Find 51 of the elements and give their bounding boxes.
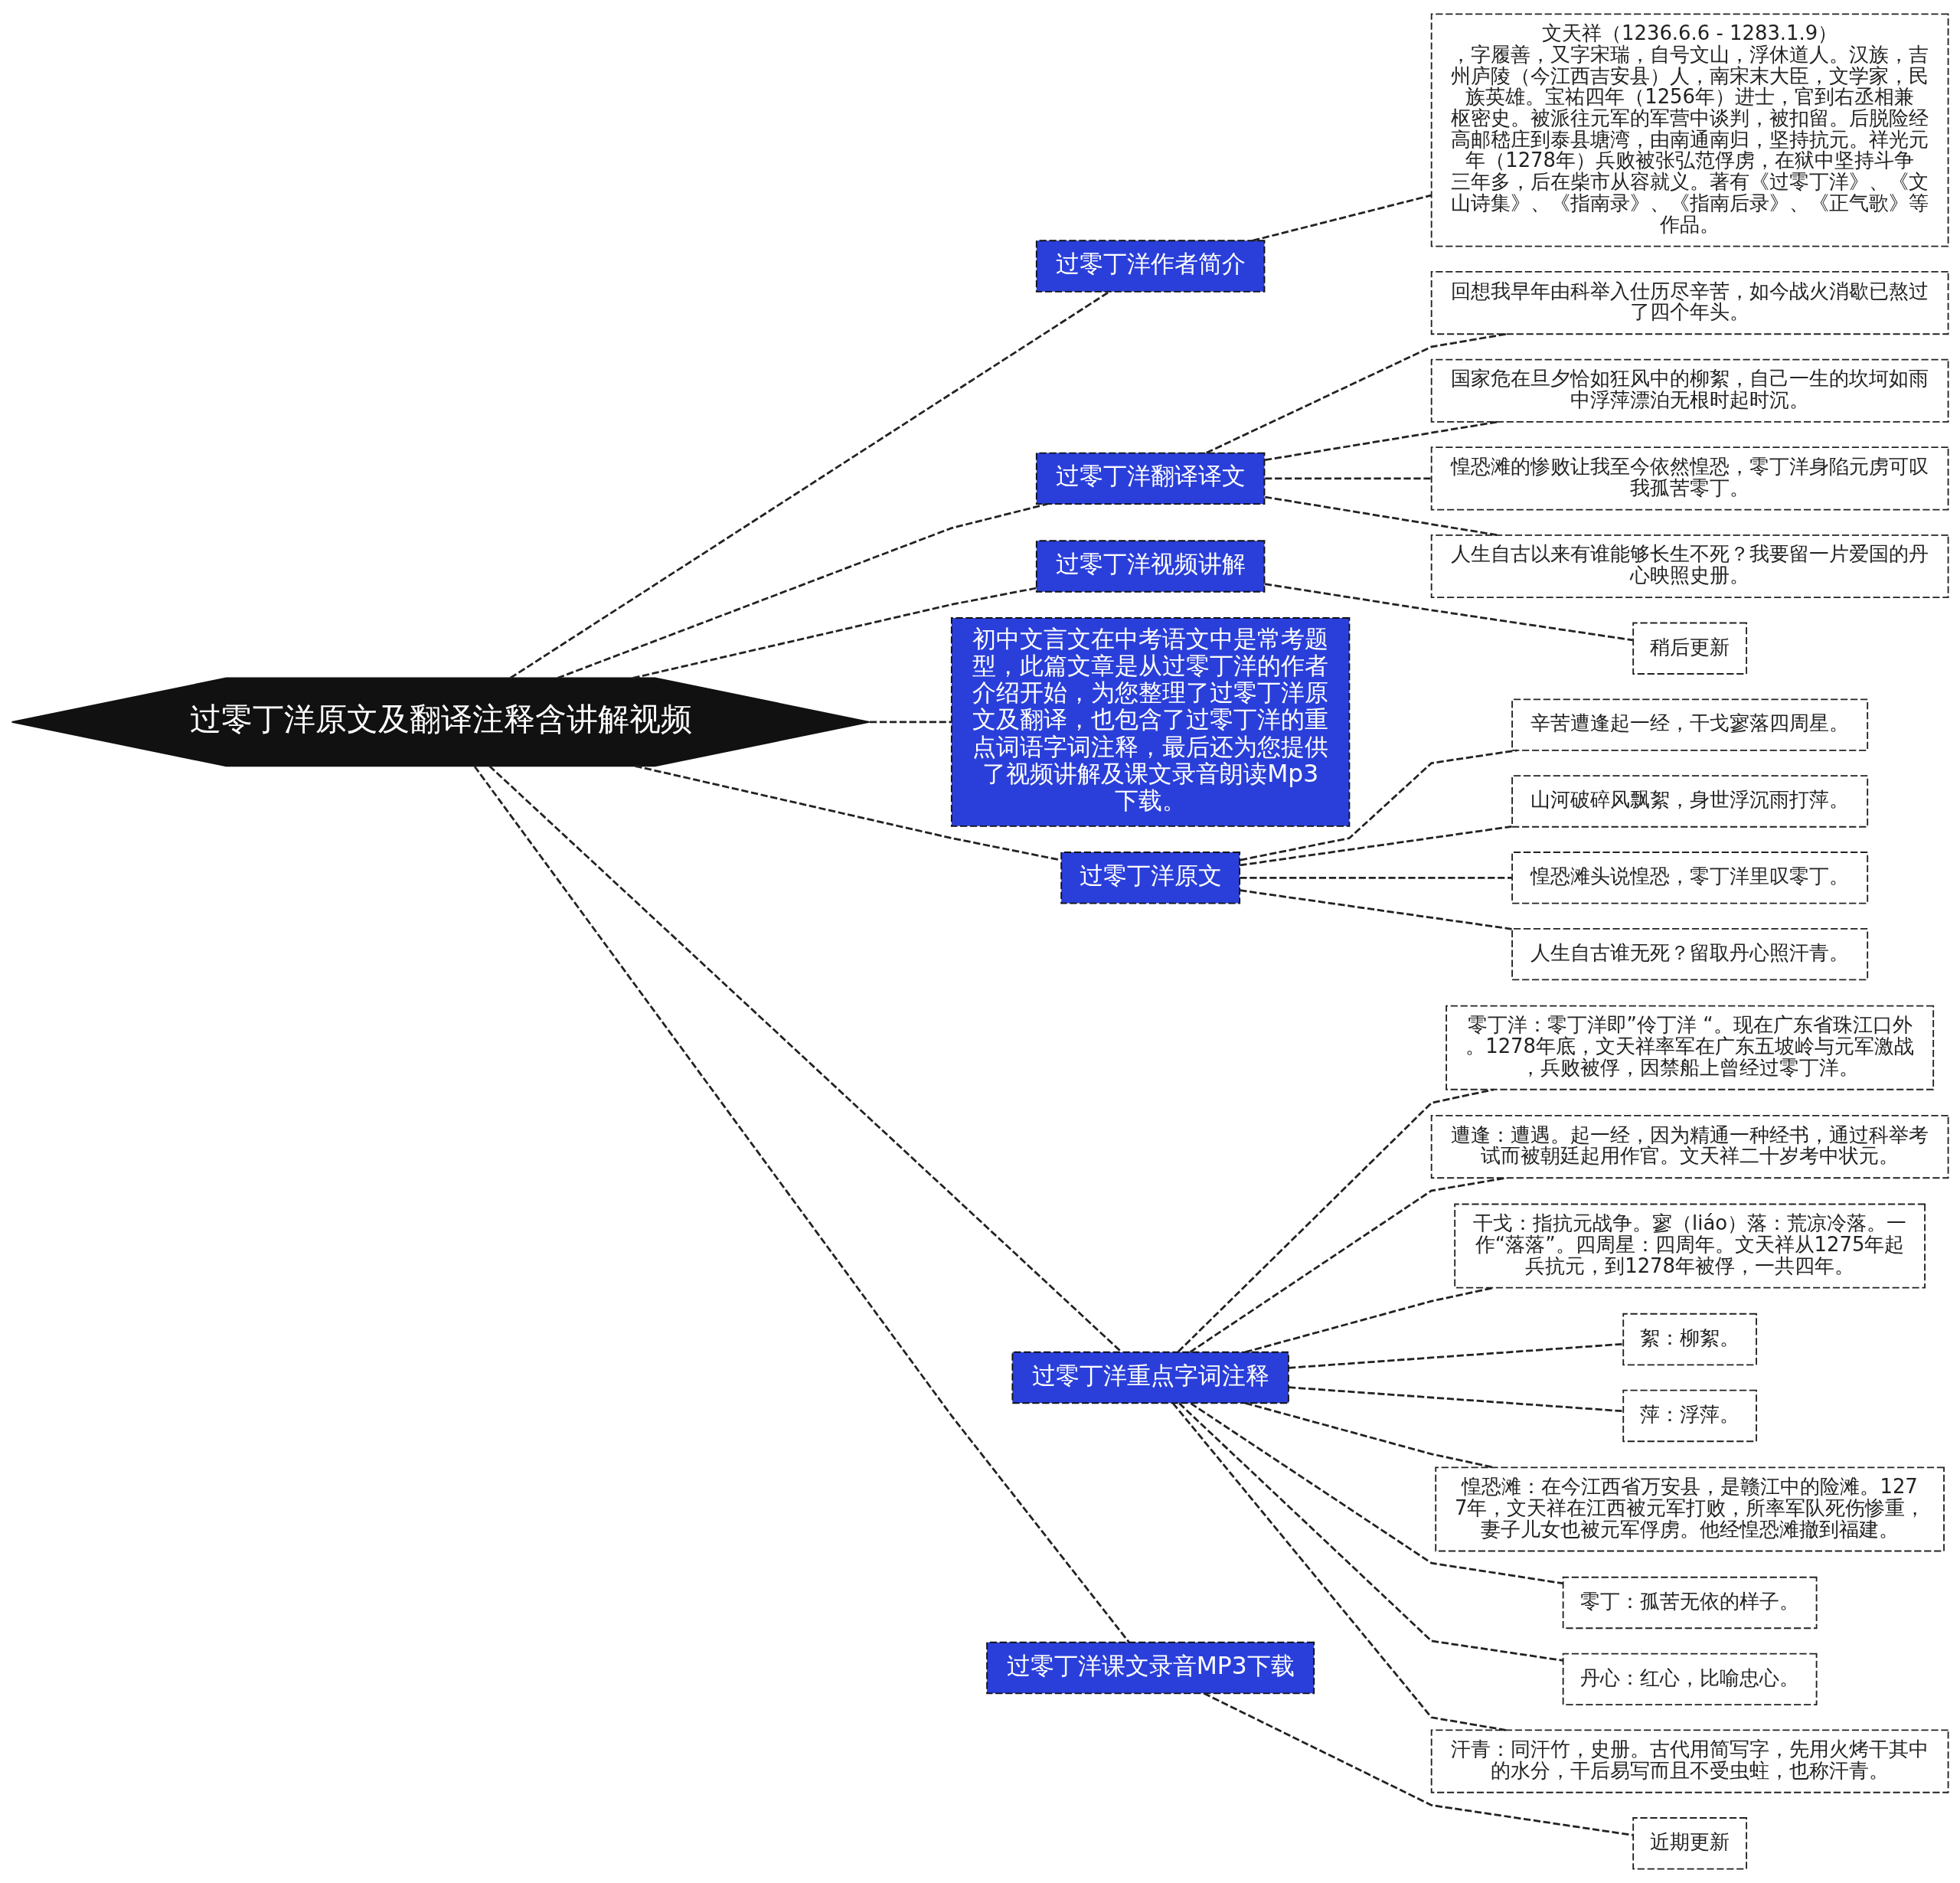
connector [1171, 1402, 1506, 1731]
connector [1190, 1402, 1563, 1585]
connector [1252, 194, 1432, 242]
node-box: 遭逢：遭遇。起一经，因为精通一种经书，通过科举考试而被朝廷起用作官。文天祥二十岁考中状元。 [1430, 1115, 1949, 1179]
connector [869, 721, 952, 724]
node-box: 零丁：孤苦无依的样子。 [1562, 1576, 1818, 1630]
node-box: 辛苦遭逢起一经，干戈寥落四周星。 [1511, 698, 1869, 751]
node-box: 回想我早年由科举入仕历尽辛苦，如今战火消歇已熬过了四个年头。 [1430, 271, 1949, 335]
node-box: 过零丁洋作者简介 [1035, 240, 1266, 293]
connector [1265, 477, 1432, 480]
connector [1240, 889, 1512, 930]
node-box: 近期更新 [1632, 1817, 1747, 1870]
connector [510, 291, 1110, 679]
connector [1178, 1402, 1563, 1662]
connector [1265, 495, 1498, 537]
node-box: 人生自古以来有谁能够长生不死？我要留一片爱国的丹心映照史册。 [1430, 534, 1949, 599]
node-box: 惶恐滩的惨败让我至今依然惶恐，零丁洋身陷元虏可叹我孤苦零丁。 [1430, 446, 1949, 511]
node-box: 絮：柳絮。 [1622, 1313, 1757, 1366]
node-box: 过零丁洋原文 [1060, 852, 1241, 904]
node-box: 过零丁洋重点字词注释 [1011, 1351, 1289, 1404]
connector [1240, 876, 1512, 879]
node-box: 人生自古谁无死？留取丹心照汗青。 [1511, 927, 1869, 981]
node-box: 初中文言文在中考语文中是常考题型，此篇文章是从过零丁洋的作者介绍开始，为您整理了过零丁洋原文及翻译，也包含了过零丁洋的重点词语字词注释，最后还为您提供了视频讲解及课文录音朗读Mp3下载。 [950, 617, 1351, 827]
connector [1206, 332, 1506, 454]
node-box: 丹心：红心，比喻忠心。 [1562, 1653, 1818, 1706]
node-box: 零丁洋：零丁洋即”伶丁洋 “。现在广东省珠江口外。1278年底，文天祥率军在广东五坡岭与元军激战，兵败被俘，因禁船上曾经过零丁洋。 [1446, 1005, 1935, 1090]
connector [1265, 420, 1498, 462]
connector [1264, 583, 1633, 642]
connector [557, 502, 1048, 679]
node-box: 国家危在旦夕恰如狂风中的柳絮，自己一生的坎坷如雨中浮萍漂泊无根时起时沉。 [1430, 358, 1949, 423]
node-box: 过零丁洋课文录音MP3下载 [986, 1641, 1315, 1695]
connector [1240, 825, 1512, 867]
connector [1203, 1692, 1633, 1836]
node-box: 惶恐滩头说惶恐，零丁洋里叹零丁。 [1511, 852, 1869, 904]
connector [488, 765, 1122, 1353]
connector [1289, 1386, 1624, 1413]
connector [1289, 1342, 1624, 1369]
node-box: 萍：浮萍。 [1622, 1389, 1757, 1443]
node-box: 干戈：指抗元战争。寥（liáo）落：荒凉冷落。一作“落落”。四周星：四周年。文天祥从1275年起兵抗元，到1278年被俘，一共四年。 [1454, 1203, 1926, 1289]
connector [1240, 749, 1517, 861]
connector [632, 587, 1037, 679]
node-box: 文天祥（1236.6.6 - 1283.1.9），字履善，又字宋瑞，自号文山，浮休道人。汉族，吉州庐陵（今江西吉安县）人，南宋末大臣，文学家，民族英雄。宝祐四年（1256年）进士，官到右丞相兼枢密史。被派往元军的军营中谈判，被扣留。后脱险经高邮嵇庄到泰县塘湾，由南通南归，坚持抗元。祥光元年（1278年）兵败被张弘范俘虏，在狱中坚持斗争三年多，后在柴市从容就义。著有《过零丁洋》、《文山诗集》、《指南录》、《指南后录》、《正气歌》等作品。 [1430, 13, 1949, 247]
node-box: 山河破碎风飘絮，身世浮沉雨打萍。 [1511, 775, 1869, 828]
node-box: 过零丁洋视频讲解 [1035, 540, 1266, 593]
node-box: 汗青：同汗竹，史册。古代用简写字，先用火烤干其中的水分，干后易写而且不受虫蛀，也称汗青。 [1430, 1729, 1949, 1793]
node-box: 过零丁洋翻译译文 [1035, 452, 1266, 505]
connector [1245, 1402, 1494, 1469]
connector [473, 766, 1130, 1643]
connector [1245, 1286, 1494, 1353]
node-box: 惶恐滩：在今江西省万安县，是赣江中的险滩。1277年，文天祥在江西被元军打败，所率军队死伤惨重，妻子儿女也被元军俘虏。他经惶恐滩撤到福建。 [1435, 1466, 1945, 1552]
node-box: 稍后更新 [1632, 622, 1747, 675]
